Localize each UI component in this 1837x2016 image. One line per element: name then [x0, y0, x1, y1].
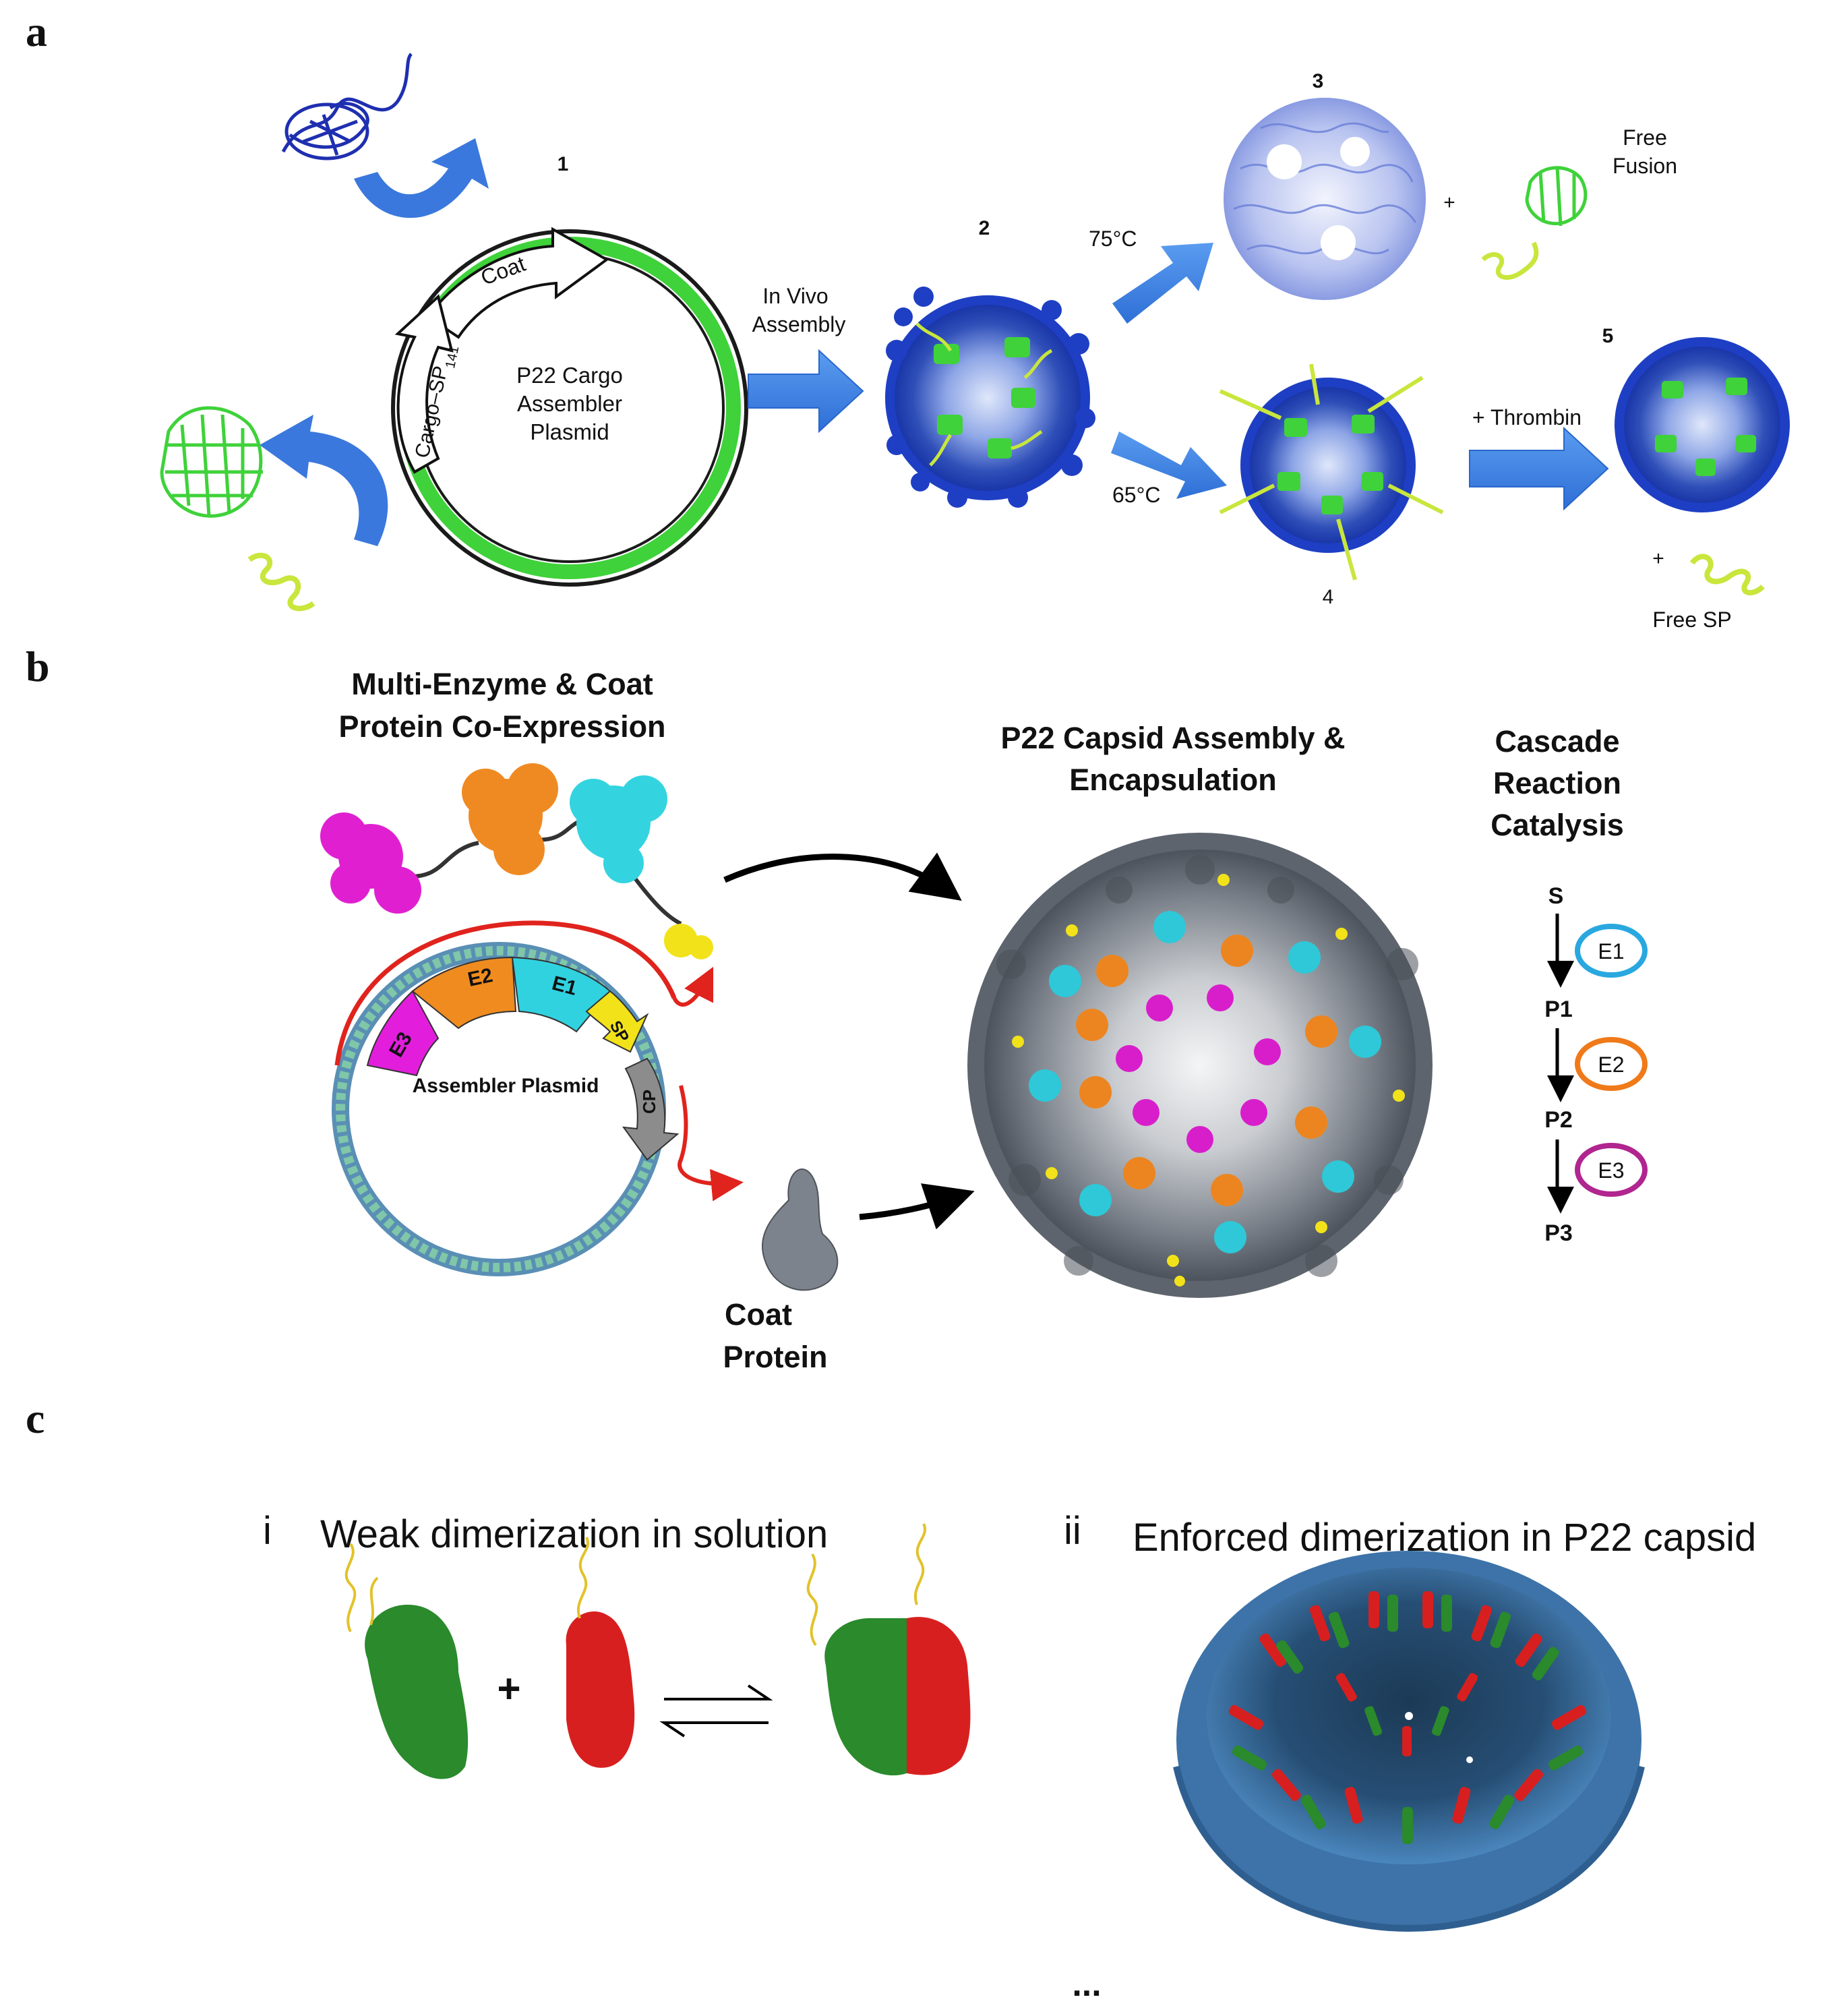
free-sp-label: Free SP [1652, 607, 1731, 632]
capsid-2 [885, 287, 1095, 508]
enzyme-e1-label: E1 [1598, 939, 1624, 963]
sub-panel-i-numeral: i [263, 1509, 272, 1553]
in-vivo-line1: In Vivo [762, 284, 828, 308]
species-s: S [1548, 883, 1564, 909]
free-fusion-line2: Fusion [1613, 154, 1677, 178]
dimer [806, 1523, 971, 1776]
cargo-plasmid [391, 227, 748, 587]
species-p1: P1 [1544, 997, 1573, 1022]
free-fusion-protein [1481, 166, 1588, 280]
green-monomer [344, 1543, 469, 1779]
enzyme-e3-label: E3 [1598, 1158, 1624, 1183]
step-number-5: 5 [1602, 325, 1614, 347]
gene-cp: CP [639, 1090, 659, 1114]
capsid-title-line1: P22 Capsid Assembly & [1000, 721, 1345, 755]
ellipsis: ... [1072, 1965, 1101, 2004]
coexpr-title-line1: Multi-Enzyme & Coat [351, 667, 653, 701]
temp-65-label: 65°C [1112, 483, 1161, 507]
coat-protein-line1: Coat [725, 1297, 792, 1332]
capsid-title-line2: Encapsulation [1069, 763, 1277, 797]
cascade-title-line1: Cascade [1495, 724, 1619, 759]
in-vivo-line2: Assembly [752, 312, 846, 336]
plasmid-label-line1: P22 Cargo [516, 363, 623, 388]
capsid-steel-bowl [1173, 1551, 1645, 1932]
coat-protein-monomer [761, 1168, 839, 1291]
step-number-2: 2 [979, 217, 990, 239]
in-vivo-arrow [748, 349, 864, 434]
step-number-4: 4 [1323, 586, 1334, 608]
panel-b-label: b [26, 643, 50, 690]
capsid-5 [1615, 337, 1790, 512]
coat-protein-line2: Protein [723, 1340, 827, 1374]
cascade-title-line3: Catalysis [1490, 808, 1624, 842]
plus-free-sp: + [1652, 547, 1664, 570]
sub-panel-i-title: Weak dimerization in solution [320, 1512, 828, 1556]
thrombin-label: + Thrombin [1472, 405, 1582, 429]
capsid-gray-encapsulation [967, 833, 1433, 1298]
species-p2: P2 [1544, 1107, 1573, 1133]
arrow-65c [1111, 432, 1227, 499]
equilibrium-arrows [659, 1684, 773, 1738]
cascade-title-line2: Reaction [1493, 766, 1621, 800]
thrombin-arrow [1469, 426, 1609, 511]
panel-c-label: c [26, 1394, 44, 1442]
enzyme-e1-ring [1575, 924, 1648, 978]
coexpr-title-line2: Protein Co-Expression [338, 709, 665, 744]
panel-a: a C [26, 7, 1790, 632]
arrow-enzymes-to-capsid [723, 852, 962, 901]
step-number-3: 3 [1313, 70, 1324, 92]
sub-panel-ii-title: Enforced dimerization in P22 capsid [1133, 1516, 1756, 1560]
panel-b: b Multi-Enzyme & Coat Protein Co-Express… [26, 643, 1648, 1374]
species-p3: P3 [1544, 1220, 1573, 1246]
red-monomer [566, 1537, 635, 1768]
sub-panel-ii-numeral: ii [1064, 1509, 1081, 1553]
plasmid-label-line3: Plasmid [530, 419, 609, 444]
cascade-reaction: S E1 P1 E2 P2 E3 P3 [1544, 883, 1648, 1246]
plus-sign: + [497, 1666, 520, 1711]
capsid-3 [1224, 98, 1426, 300]
capsid-4 [1219, 363, 1444, 581]
arrow-coat-to-capsid [859, 1183, 975, 1230]
enzyme-e2-label: E2 [1598, 1053, 1624, 1077]
step-number-1: 1 [558, 153, 569, 175]
curved-arrow-top [354, 138, 489, 218]
free-fusion-line1: Free [1623, 125, 1667, 150]
cargo-protein-green [160, 406, 315, 612]
enzyme-e2-ring [1575, 1037, 1648, 1091]
temp-75-label: 75°C [1089, 227, 1137, 251]
enzyme-fusion-chain [320, 763, 713, 959]
panel-a-label: a [26, 7, 47, 55]
free-sp-helix [1689, 554, 1765, 595]
gene-e2: E2 [466, 964, 495, 991]
curved-arrow-bottom [260, 415, 388, 546]
panel-c: c i Weak dimerization in solution ii Enf… [26, 1394, 1756, 2004]
plus-free-fusion: + [1443, 191, 1455, 214]
assembler-plasmid-label: Assembler Plasmid [413, 1075, 599, 1097]
arrow-75c [1112, 243, 1213, 324]
cargo-protein-blue [281, 53, 413, 160]
enzyme-e3-ring [1575, 1143, 1648, 1197]
assembler-plasmid [332, 920, 744, 1276]
plasmid-label-line2: Assembler [517, 391, 622, 416]
